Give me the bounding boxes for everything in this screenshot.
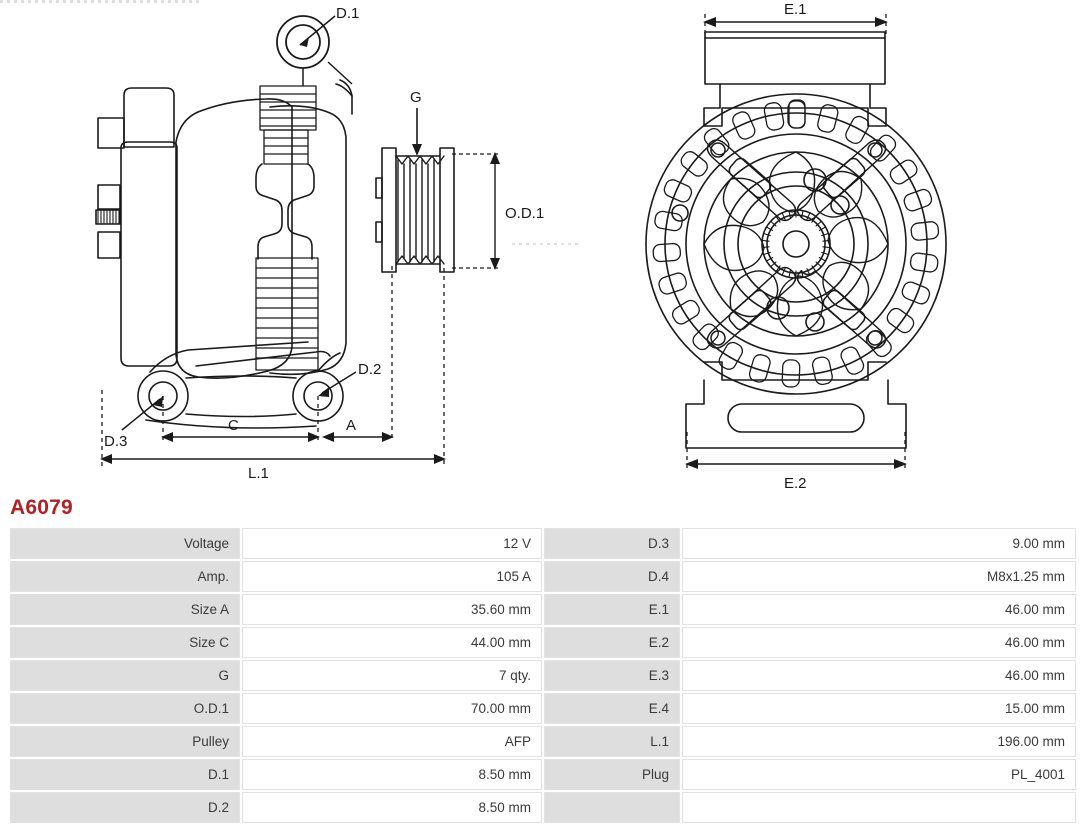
spec-value: 8.50 mm	[242, 759, 542, 790]
page-title: A6079	[10, 496, 73, 519]
spec-value: AFP	[242, 726, 542, 757]
spec-table-body: Voltage 12 V D.3 9.00 mm Amp. 105 A D.4 …	[10, 528, 1076, 823]
spec-value: 70.00 mm	[242, 693, 542, 724]
specification-table: Voltage 12 V D.3 9.00 mm Amp. 105 A D.4 …	[8, 526, 1078, 825]
spec-value: 46.00 mm	[682, 660, 1076, 691]
spec-label: Pulley	[10, 726, 240, 757]
spec-label: G	[10, 660, 240, 691]
spec-label: D.3	[544, 528, 680, 559]
spec-label: Size C	[10, 627, 240, 658]
spec-value: 46.00 mm	[682, 594, 1076, 625]
table-row: Voltage 12 V D.3 9.00 mm	[10, 528, 1076, 559]
spec-value: PL_4001	[682, 759, 1076, 790]
stray-dotted-segment	[512, 243, 582, 245]
spec-label: O.D.1	[10, 693, 240, 724]
spec-label: L.1	[544, 726, 680, 757]
callout-d1: D.1	[276, 5, 359, 86]
callout-label-e1: E.1	[784, 1, 807, 18]
table-row: O.D.1 70.00 mm E.4 15.00 mm	[10, 693, 1076, 724]
spec-label: E.3	[544, 660, 680, 691]
spec-label: E.1	[544, 594, 680, 625]
spec-label: D.2	[10, 792, 240, 823]
spec-label: E.2	[544, 627, 680, 658]
spec-value: 46.00 mm	[682, 627, 1076, 658]
spec-value: 7 qty.	[242, 660, 542, 691]
dimension-a: A	[322, 266, 394, 442]
technical-drawings: D.1 G O.D.1 D.2	[95, 1, 947, 492]
dimension-e2: E.2	[685, 432, 907, 492]
spec-label: Voltage	[10, 528, 240, 559]
dimension-e1: E.1	[703, 1, 888, 36]
table-row: Amp. 105 A D.4 M8x1.25 mm	[10, 561, 1076, 592]
callout-label-c: C	[228, 417, 239, 434]
spec-value: 105 A	[242, 561, 542, 592]
top-cutoff-dashes	[0, 0, 200, 3]
spec-value: M8x1.25 mm	[682, 561, 1076, 592]
table-row: Size A 35.60 mm E.1 46.00 mm	[10, 594, 1076, 625]
callout-label-e2: E.2	[784, 475, 807, 492]
spec-label: D.4	[544, 561, 680, 592]
callout-label-g: G	[410, 89, 422, 106]
callout-label-d3: D.3	[104, 433, 127, 450]
alternator-rear-view: E.1 E.2	[645, 1, 947, 492]
dimension-l1: L.1	[100, 268, 446, 482]
alternator-side-view: D.1 G O.D.1 D.2	[95, 5, 544, 482]
spec-value: 35.60 mm	[242, 594, 542, 625]
spec-value: 15.00 mm	[682, 693, 1076, 724]
table-row: D.1 8.50 mm Plug PL_4001	[10, 759, 1076, 790]
spec-label: Plug	[544, 759, 680, 790]
spec-value-empty	[682, 792, 1076, 823]
spec-label: E.4	[544, 693, 680, 724]
callout-label-od1: O.D.1	[505, 205, 544, 222]
spec-value: 12 V	[242, 528, 542, 559]
callout-d3: D.3	[104, 396, 163, 450]
callout-label-a: A	[346, 417, 356, 434]
dimension-c: C	[161, 396, 320, 442]
callout-g: G	[410, 89, 422, 156]
spec-label: Size A	[10, 594, 240, 625]
table-row: Pulley AFP L.1 196.00 mm	[10, 726, 1076, 757]
spec-value: 44.00 mm	[242, 627, 542, 658]
spec-label: Amp.	[10, 561, 240, 592]
table-row: G 7 qty. E.3 46.00 mm	[10, 660, 1076, 691]
spec-value: 196.00 mm	[682, 726, 1076, 757]
dimension-od1: O.D.1	[452, 152, 544, 270]
callout-label-d1: D.1	[336, 5, 359, 22]
spec-value: 9.00 mm	[682, 528, 1076, 559]
table-row: Size C 44.00 mm E.2 46.00 mm	[10, 627, 1076, 658]
spec-label: D.1	[10, 759, 240, 790]
callout-d2: D.2	[318, 361, 381, 397]
callout-label-l1: L.1	[248, 465, 269, 482]
spec-value: 8.50 mm	[242, 792, 542, 823]
spec-label-empty	[544, 792, 680, 823]
callout-label-d2: D.2	[358, 361, 381, 378]
table-row: D.2 8.50 mm	[10, 792, 1076, 823]
